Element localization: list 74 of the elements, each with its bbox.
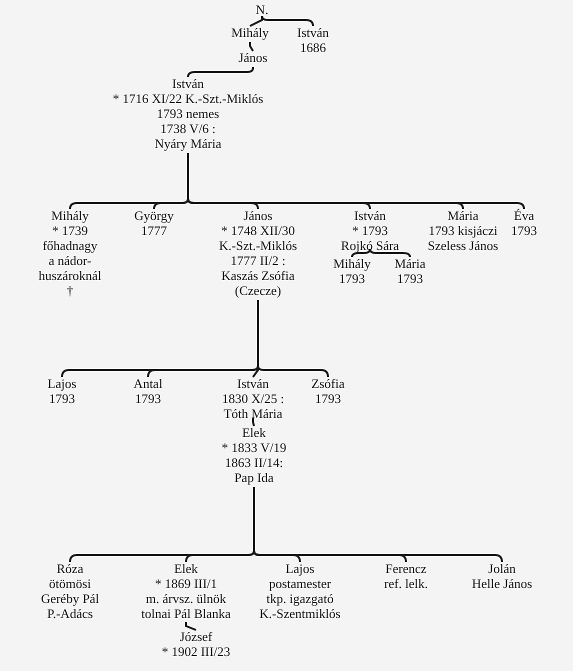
person-detail: * 1739 <box>52 223 88 238</box>
person-detail: Pap Ida <box>234 470 274 485</box>
person-detail: * 1748 XII/30 <box>221 223 295 238</box>
person-detail: 1830 X/25 : <box>222 391 284 406</box>
person-name: N. <box>256 2 268 17</box>
person-name: Mária <box>447 208 479 223</box>
family-brace <box>369 248 411 258</box>
person-name: Mihály <box>333 256 371 271</box>
person-detail: Rojkó Sára <box>340 238 400 253</box>
person-detail: 1793 <box>511 223 537 238</box>
person-name: Ferencz <box>385 561 427 576</box>
person-name: János <box>244 208 272 223</box>
person-name: István <box>172 76 204 91</box>
person-detail: Kaszás Zsófia <box>221 268 295 283</box>
person-name: György <box>134 208 174 223</box>
person-detail: m. árvsz. ülnök <box>146 591 226 606</box>
person-detail: K.-Szt.-Miklós <box>219 238 297 253</box>
person-detail: 1793 kisjáczi <box>428 223 498 238</box>
person-detail: postamester <box>268 576 332 591</box>
person-detail: * 1793 <box>352 223 388 238</box>
person-detail: * 1716 XI/22 K.-Szt.-Miklós <box>112 91 264 106</box>
person-name: Elek <box>174 561 198 576</box>
person-name: Lajos <box>286 561 314 576</box>
person-name: Lajos <box>48 376 76 391</box>
family-brace <box>187 66 254 78</box>
person-detail: 1738 V/6 : <box>160 121 216 136</box>
person-detail: 1793 <box>315 391 341 406</box>
person-detail: * 1869 III/1 <box>154 576 218 591</box>
family-brace <box>249 42 254 52</box>
person-detail: főhadnagy <box>42 238 98 253</box>
person-detail: P.-Adács <box>47 606 93 621</box>
person-detail: * 1902 III/23 <box>162 644 230 659</box>
person-name: Éva <box>514 208 534 223</box>
person-name: István <box>354 208 386 223</box>
person-detail: † <box>66 283 74 298</box>
person-name: Zsófia <box>311 376 345 391</box>
family-brace <box>185 622 196 631</box>
person-detail: ref. lelk. <box>384 576 428 591</box>
person-detail: Geréby Pál <box>40 591 100 606</box>
person-detail: (Czecze) <box>234 283 282 298</box>
person-name: Elek <box>242 425 266 440</box>
person-name: Jolán <box>488 561 516 576</box>
person-name: Mária <box>394 256 426 271</box>
person-detail: * 1833 V/19 <box>222 440 286 455</box>
family-brace <box>250 16 263 27</box>
family-brace <box>252 418 255 426</box>
person-name: István <box>297 25 329 40</box>
person-detail: tolnai Pál Blanka <box>141 606 231 621</box>
person-detail: 1686 <box>300 40 326 55</box>
person-detail: Szeless János <box>428 238 498 253</box>
person-name: István <box>237 376 269 391</box>
person-detail: 1793 <box>397 271 423 286</box>
person-detail: 1777 II/2 : <box>230 253 286 268</box>
person-detail: 1777 <box>141 223 167 238</box>
person-detail: 1793 <box>135 391 161 406</box>
person-name: Mihály <box>231 25 269 40</box>
person-detail: 1793 <box>49 391 75 406</box>
person-name: János <box>238 50 268 65</box>
person-detail: tkp. igazgató <box>266 591 334 606</box>
person-name: Róza <box>56 561 84 576</box>
person-detail: K.-Szentmiklós <box>259 606 341 621</box>
family-brace <box>261 15 314 26</box>
person-detail: Helle János <box>472 576 532 591</box>
person-name: Mihály <box>51 208 89 223</box>
person-detail: Tóth Mária <box>224 406 282 421</box>
person-detail: 1793 <box>339 271 365 286</box>
person-name: József <box>180 629 212 644</box>
family-brace <box>351 248 371 258</box>
person-detail: ötömösi <box>49 576 91 591</box>
person-detail: 1793 nemes <box>156 106 220 121</box>
person-detail: Nyáry Mária <box>154 136 222 151</box>
person-detail: a nádor-huszároknál <box>38 253 102 283</box>
person-detail: 1863 II/14: <box>224 455 284 470</box>
person-name: Antal <box>134 376 162 391</box>
